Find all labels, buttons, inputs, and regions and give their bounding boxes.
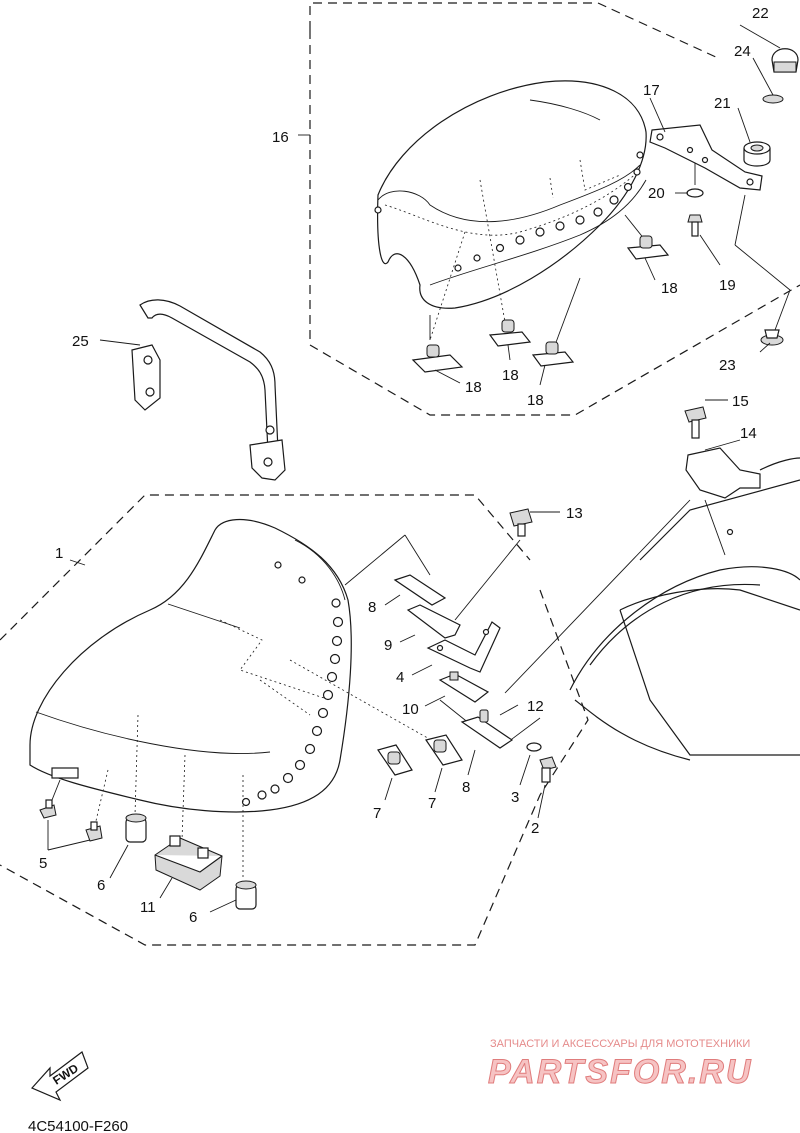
callout-8-lower: 8 bbox=[462, 779, 470, 796]
callout-10: 10 bbox=[402, 701, 419, 718]
callout-17: 17 bbox=[643, 82, 660, 99]
block-11 bbox=[154, 835, 223, 891]
rider-seat-assembly-outline bbox=[0, 494, 589, 946]
callout-leaders bbox=[47, 24, 781, 913]
rider-seat bbox=[29, 518, 441, 813]
seat-clips bbox=[411, 235, 670, 373]
damper bbox=[743, 141, 771, 167]
cap-nut bbox=[771, 48, 799, 73]
grab-strap bbox=[131, 299, 286, 481]
callout-8-upper: 8 bbox=[368, 599, 376, 616]
callout-22: 22 bbox=[752, 5, 769, 22]
bracket-4 bbox=[426, 621, 501, 673]
callout-2: 2 bbox=[531, 820, 539, 837]
watermark-brand: PARTSFOR.RU bbox=[488, 1053, 752, 1091]
seat-rivets-main bbox=[241, 561, 344, 807]
part-10 bbox=[438, 671, 490, 703]
passenger-seat bbox=[374, 80, 647, 309]
callout-19: 19 bbox=[719, 277, 736, 294]
callout-21: 21 bbox=[714, 95, 731, 112]
callout-20: 20 bbox=[648, 185, 665, 202]
callout-23: 23 bbox=[719, 357, 736, 374]
grommet bbox=[760, 329, 784, 346]
grommet-5b bbox=[85, 821, 103, 842]
callout-15: 15 bbox=[732, 393, 749, 410]
plate-9 bbox=[406, 604, 461, 639]
plate-lower bbox=[460, 716, 514, 749]
callout-6-a: 6 bbox=[97, 877, 105, 894]
washer bbox=[762, 94, 784, 104]
callout-14: 14 bbox=[740, 425, 757, 442]
callout-4: 4 bbox=[396, 669, 404, 686]
callout-1: 1 bbox=[55, 545, 63, 562]
callout-18-right: 18 bbox=[661, 280, 678, 297]
damper-6a bbox=[125, 813, 147, 843]
diagram-code: 4C54100-F260 bbox=[28, 1118, 128, 1133]
passenger-seat-leaders bbox=[429, 150, 791, 346]
callout-7-b: 7 bbox=[428, 795, 436, 812]
callout-11: 11 bbox=[140, 899, 156, 916]
callout-16: 16 bbox=[272, 129, 289, 146]
callout-7-a: 7 bbox=[373, 805, 381, 822]
callout-25: 25 bbox=[72, 333, 89, 350]
plate-upper bbox=[393, 574, 447, 606]
bolt bbox=[687, 214, 703, 237]
callout-5: 5 bbox=[39, 855, 47, 872]
bolt-2 bbox=[539, 756, 557, 783]
bolt-13 bbox=[509, 508, 533, 537]
callout-13: 13 bbox=[566, 505, 583, 522]
grommet-5a bbox=[39, 767, 79, 819]
callout-6-b: 6 bbox=[189, 909, 197, 926]
seat-rivets bbox=[374, 151, 644, 272]
clip-7b bbox=[425, 734, 463, 766]
fwd-arrow-icon: FWD bbox=[30, 1051, 89, 1102]
callout-18-a: 18 bbox=[465, 379, 482, 396]
callout-9: 9 bbox=[384, 637, 392, 654]
passenger-seat-bracket bbox=[649, 124, 763, 191]
collar bbox=[479, 709, 489, 723]
watermark-logo: ЗАПЧАСТИ И АКСЕССУАРЫ ДЛЯ МОТОТЕХНИКИ PA… bbox=[488, 1038, 752, 1092]
callout-18-b: 18 bbox=[502, 367, 519, 384]
rear-fender bbox=[569, 457, 800, 761]
callout-18-c: 18 bbox=[527, 392, 544, 409]
clip-7a bbox=[377, 744, 413, 776]
callouts: 22 24 21 17 20 19 18 23 16 18 18 18 25 1… bbox=[39, 5, 769, 926]
passenger-seat-assembly-outline bbox=[309, 2, 800, 416]
callout-3: 3 bbox=[511, 789, 519, 806]
damper-6b bbox=[235, 880, 257, 910]
watermark-tagline: ЗАПЧАСТИ И АКСЕССУАРЫ ДЛЯ МОТОТЕХНИКИ bbox=[490, 1038, 750, 1050]
washer-3 bbox=[526, 742, 542, 752]
bracket-14 bbox=[685, 447, 761, 556]
bolt-15 bbox=[684, 406, 707, 439]
callout-12: 12 bbox=[527, 698, 544, 715]
washer-small bbox=[686, 188, 704, 198]
callout-24: 24 bbox=[734, 43, 751, 60]
